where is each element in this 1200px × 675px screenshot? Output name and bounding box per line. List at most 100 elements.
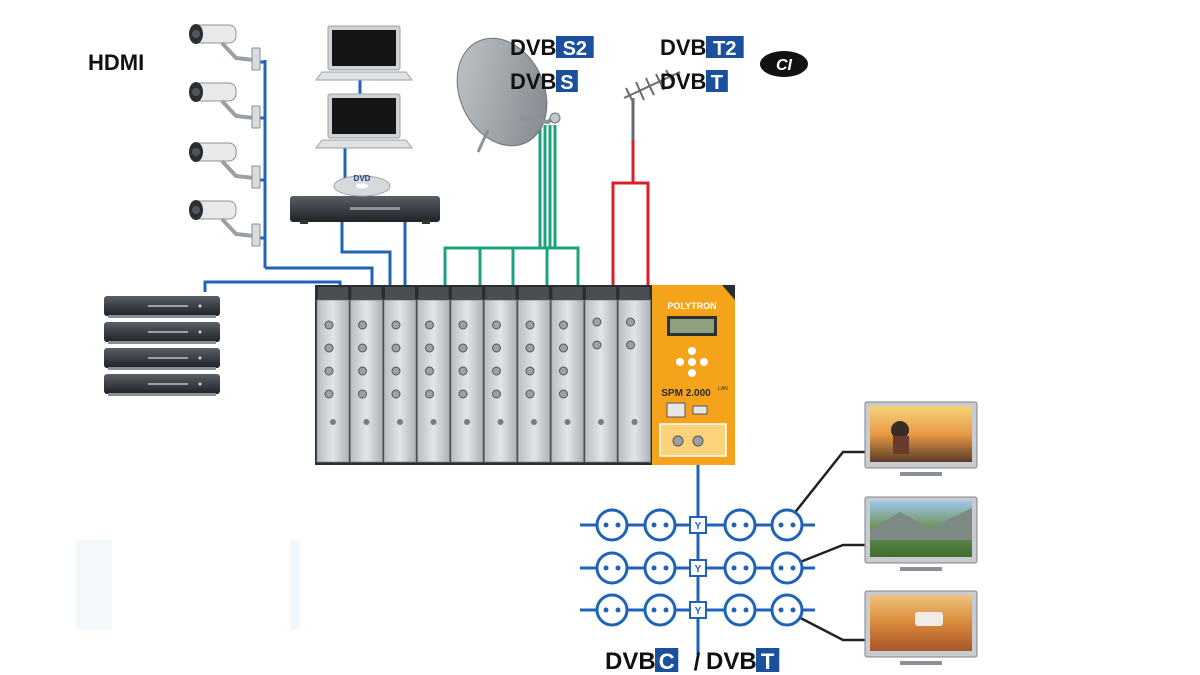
module-connector[interactable] [559, 389, 568, 399]
dvb-logo-word: DVB [660, 69, 706, 94]
dvd-player-icon: DVD [290, 174, 440, 224]
lan-port[interactable] [666, 402, 686, 418]
module-connector[interactable] [458, 320, 468, 330]
module-connector[interactable] [458, 343, 468, 353]
tv-cables [784, 450, 868, 642]
module-connector[interactable] [626, 317, 635, 327]
module-connector[interactable] [525, 389, 535, 399]
module-connector[interactable] [425, 366, 434, 376]
dvb-logo-suffix: T [711, 72, 723, 94]
rack-module [584, 287, 618, 463]
module-connector[interactable] [425, 389, 434, 399]
ter-cable [611, 181, 650, 340]
splitter: Y [689, 559, 707, 577]
module-connector[interactable] [492, 320, 501, 330]
rf-in-connector[interactable] [672, 435, 684, 447]
set-top-box-icon [104, 348, 220, 370]
module-connector[interactable] [525, 366, 535, 376]
key-ok[interactable] [688, 358, 696, 366]
key-down[interactable] [688, 369, 696, 377]
dvb-logo-box [706, 36, 744, 58]
rf-out-connector[interactable] [692, 435, 704, 447]
dvd-label: DVD [354, 174, 371, 183]
dvb-logo-suffix: T [761, 649, 775, 674]
rack-module [551, 287, 584, 463]
faded-panel [290, 540, 300, 630]
set-top-box-icon [104, 296, 220, 318]
wall-socket-icon [643, 551, 677, 585]
module-connector[interactable] [458, 366, 468, 376]
module-connector[interactable] [391, 343, 401, 353]
splitter-label: Y [695, 606, 702, 617]
module-connector[interactable] [559, 343, 568, 353]
module-connector[interactable] [358, 389, 367, 399]
splitter-label: Y [695, 564, 702, 575]
wall-socket-icon [595, 551, 629, 585]
splitter-label: Y [695, 521, 702, 532]
wall-socket-icon [723, 508, 757, 542]
module-connector[interactable] [358, 366, 367, 376]
rack-module [350, 287, 383, 463]
cctv-camera-icon [187, 140, 262, 190]
module-connector[interactable] [391, 320, 401, 330]
wall-socket-icon [595, 593, 629, 627]
module-connector[interactable] [391, 389, 401, 399]
laptop-icon [315, 25, 413, 81]
wall-socket-icon [723, 551, 757, 585]
module-connector[interactable] [492, 389, 501, 399]
tv-cable [784, 450, 868, 526]
set-top-box-icon [104, 322, 220, 344]
module-connector[interactable] [525, 343, 535, 353]
slash-label: / [694, 649, 701, 675]
module-connector[interactable] [492, 366, 501, 376]
ci-badge: CI [760, 51, 808, 77]
wall-socket-icon [770, 551, 804, 585]
module-connector[interactable] [626, 340, 635, 350]
navigation-keypad[interactable] [676, 347, 708, 377]
module-connector[interactable] [324, 343, 334, 353]
dvb-logo-box [556, 36, 594, 58]
module-connector[interactable] [559, 320, 568, 330]
model-superscript: LAN [718, 386, 728, 392]
module-connector[interactable] [358, 320, 367, 330]
spm-control-unit[interactable]: POLYTRON SPM 2.000 LAN [652, 285, 735, 465]
cctv-camera-icon [187, 22, 262, 72]
key-up[interactable] [688, 347, 696, 355]
rack-module [417, 287, 450, 463]
rack-module [517, 287, 551, 463]
module-connector[interactable] [559, 366, 568, 376]
terrestrial-antenna-icon [623, 69, 681, 140]
module-connector[interactable] [324, 389, 334, 399]
headend-rack: POLYTRON SPM 2.000 LAN [315, 285, 735, 465]
key-left[interactable] [676, 358, 684, 366]
module-connector[interactable] [391, 366, 401, 376]
rack-module [383, 287, 417, 463]
module-connector[interactable] [358, 343, 367, 353]
key-right[interactable] [700, 358, 708, 366]
dvb-logo-box [706, 70, 728, 92]
rack-module [450, 287, 484, 463]
module-connector[interactable] [458, 389, 468, 399]
module-connector[interactable] [425, 343, 434, 353]
usb-port[interactable] [692, 405, 708, 415]
cctv-camera-icon [187, 198, 262, 248]
tv-icon [864, 590, 978, 665]
module-connector[interactable] [324, 366, 334, 376]
splitter: Y [689, 516, 707, 534]
module-connector[interactable] [592, 340, 602, 350]
dvb-logo-suffix: S [560, 72, 573, 94]
module-connector[interactable] [324, 320, 334, 330]
module-connector[interactable] [592, 317, 602, 327]
module-connector[interactable] [425, 320, 434, 330]
dvb-logo-word: DVB [510, 35, 556, 60]
dvb-logo-word: DVB [510, 69, 556, 94]
wall-socket-icon [643, 508, 677, 542]
module-connector[interactable] [492, 343, 501, 353]
dvb-logo-box [556, 70, 578, 92]
rack-module [484, 287, 517, 463]
module-connector[interactable] [525, 320, 535, 330]
